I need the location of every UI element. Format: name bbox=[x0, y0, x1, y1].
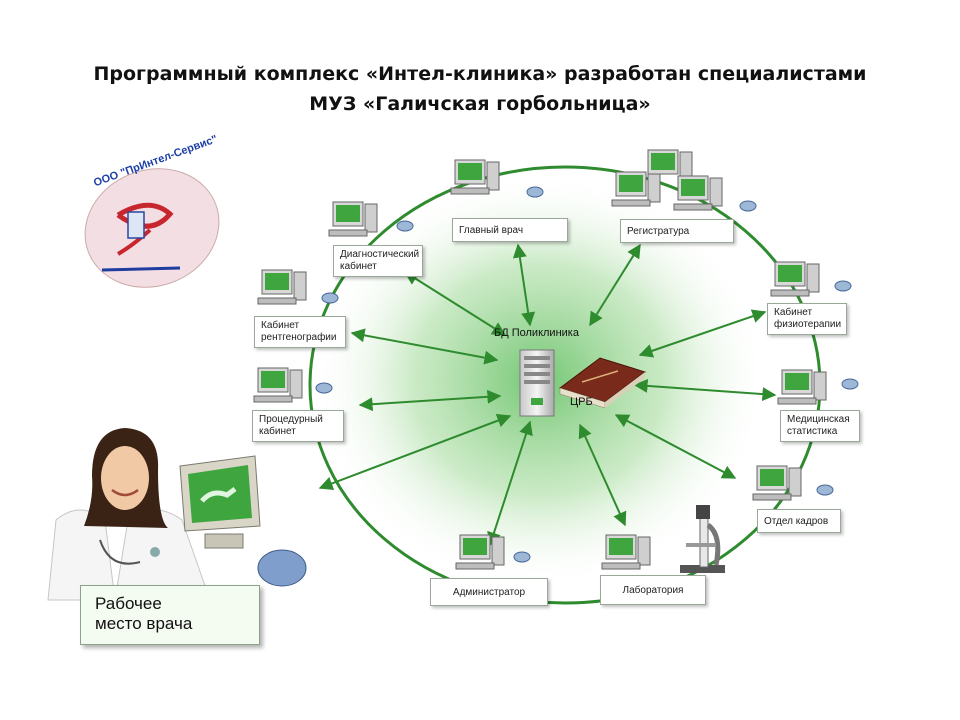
node-hr: Отдел кадров bbox=[757, 509, 841, 533]
node-admin: Администратор bbox=[430, 578, 548, 606]
crb-label: ЦРБ bbox=[570, 396, 593, 408]
arrow-statistics bbox=[633, 378, 777, 402]
node-procedure: Процедурный кабинет bbox=[252, 410, 344, 442]
computer-icon bbox=[611, 171, 661, 207]
connection-arrows bbox=[318, 243, 777, 547]
microscope-icon bbox=[680, 505, 725, 573]
book-icon bbox=[558, 357, 647, 409]
monitor-icon bbox=[179, 455, 261, 549]
node-statistics: Медицинская статистика bbox=[780, 410, 860, 442]
doctor-illustration bbox=[47, 428, 211, 601]
computer-icon bbox=[752, 465, 834, 501]
computer-icon bbox=[601, 534, 651, 570]
computer-icon bbox=[777, 369, 859, 405]
server-icon bbox=[519, 349, 555, 417]
computer-icon bbox=[455, 534, 531, 570]
node-physiotherapy: Кабинет физиотерапии bbox=[767, 303, 847, 335]
computer-icon bbox=[647, 149, 693, 181]
arrow-diagnostic bbox=[403, 271, 507, 336]
workstation-label-line1: Рабочее bbox=[95, 594, 162, 613]
db-label: БД Поликлиника bbox=[494, 327, 579, 339]
arrow-hr bbox=[614, 414, 737, 479]
node-lab: Лаборатория bbox=[600, 575, 706, 605]
arrow-head-doctor bbox=[512, 243, 536, 327]
node-registry: Регистратура bbox=[620, 219, 734, 243]
mouse-icon bbox=[257, 549, 307, 587]
computer-icon bbox=[253, 367, 333, 403]
arrow-registry bbox=[589, 243, 641, 327]
company-logo bbox=[84, 168, 220, 288]
page-title-line1: Программный комплекс «Интел-клиника» раз… bbox=[93, 63, 867, 85]
node-head-doctor: Главный врач bbox=[452, 218, 568, 242]
node-xray: Кабинет рентгенографии bbox=[254, 316, 346, 348]
node-diagnostic: Диагностический кабинет bbox=[333, 245, 423, 277]
workstation-label-line2: место врача bbox=[95, 614, 193, 633]
computers bbox=[253, 149, 859, 570]
computer-icon bbox=[770, 261, 852, 297]
arrow-lab bbox=[578, 423, 627, 527]
arrow-physiotherapy bbox=[638, 309, 767, 358]
computer-icon bbox=[257, 269, 339, 305]
arrow-xray bbox=[350, 328, 499, 365]
computer-icon bbox=[450, 159, 544, 198]
arrow-workstation bbox=[318, 413, 512, 491]
computer-icon bbox=[328, 201, 414, 237]
workstation-label: Рабочее место врача bbox=[80, 585, 260, 645]
page-title-line2: МУЗ «Галичская горбольница» bbox=[309, 93, 651, 115]
computer-icon bbox=[673, 175, 757, 212]
arrow-procedure bbox=[358, 389, 502, 412]
